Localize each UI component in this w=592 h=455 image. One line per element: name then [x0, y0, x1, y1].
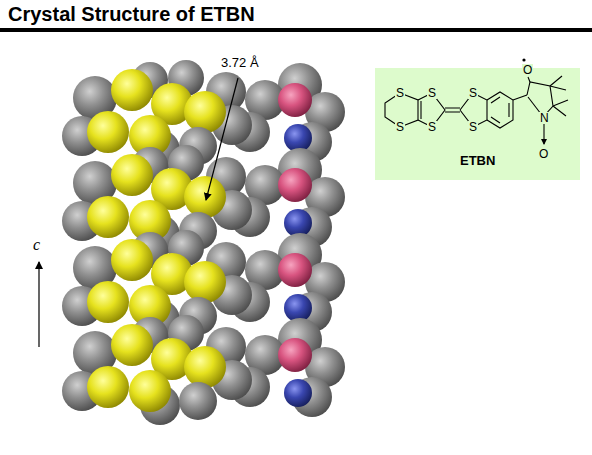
atom-label: S [395, 87, 405, 99]
axis-arrow [38, 262, 39, 347]
atom-label: S [427, 121, 437, 133]
atom-label: O [522, 64, 533, 76]
title-rule [0, 28, 592, 32]
leader-arrow [206, 78, 238, 200]
atom-label: S [427, 87, 437, 99]
structure-panel [375, 68, 580, 180]
distance-label: 3.72 Å [221, 55, 259, 70]
molecule-name: ETBN [460, 153, 495, 168]
radical-dot [522, 58, 525, 61]
molecule-structure [385, 76, 568, 144]
atom-label: N [539, 112, 550, 124]
atom-label: S [468, 121, 478, 133]
title: Crystal Structure of ETBN [8, 3, 255, 26]
atom-label: S [468, 87, 478, 99]
atom-label: O [538, 148, 549, 160]
atom-label: S [395, 121, 405, 133]
axis-label: c [33, 236, 40, 254]
